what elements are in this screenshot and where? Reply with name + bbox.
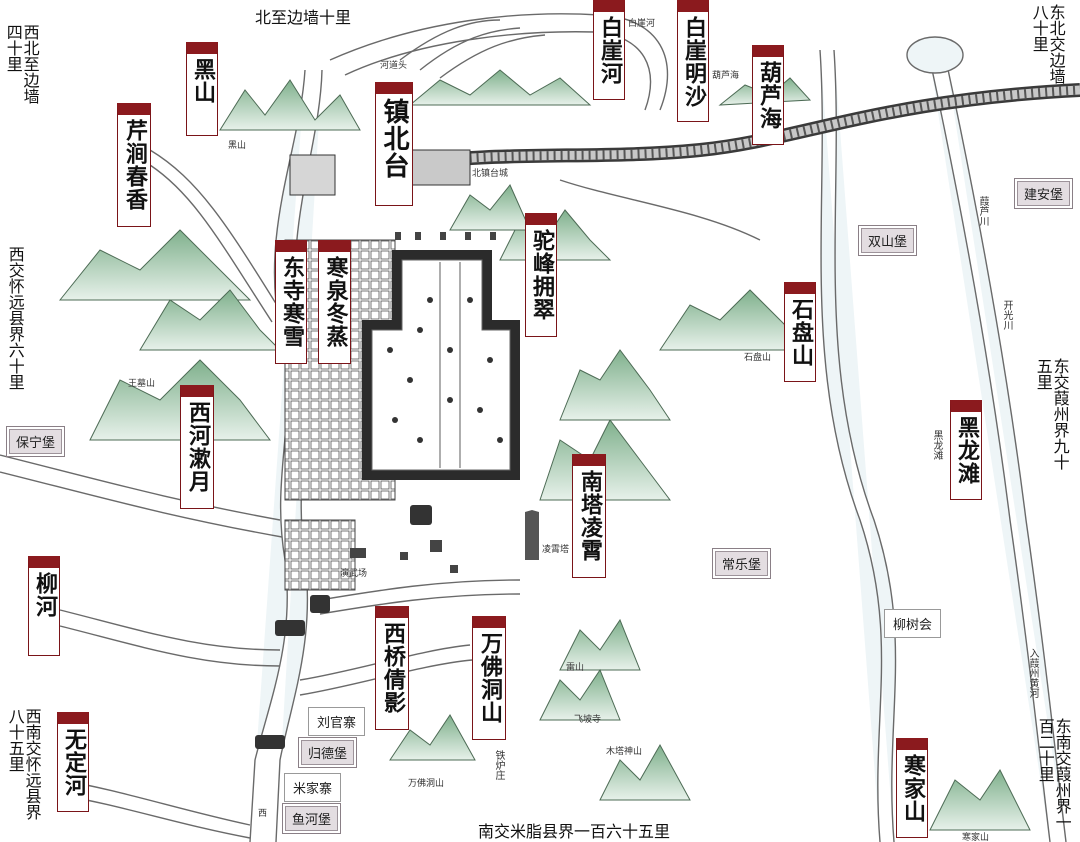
label-lingxiaota: 凌霄塔 bbox=[542, 545, 570, 555]
fort-yuhe: 鱼河堡 bbox=[282, 803, 342, 834]
bridges bbox=[255, 505, 432, 749]
banner-baiyahe: 白崖河 bbox=[593, 0, 625, 100]
label-wanfodongshan-small: 万佛洞山 bbox=[408, 779, 445, 789]
baiya-river bbox=[329, 13, 669, 111]
fort-changle: 常乐堡 bbox=[712, 548, 772, 579]
label-heilongtan-small: 黑龙滩 bbox=[931, 430, 942, 460]
settlement-mijiazhai: 米家寨 bbox=[284, 773, 342, 802]
settlement-liushuhui: 柳树会 bbox=[884, 609, 942, 638]
label-hetoutou: 河道头 bbox=[380, 61, 408, 71]
fort-guide: 归德堡 bbox=[298, 737, 358, 768]
banner-liuhe: 柳河 bbox=[28, 556, 60, 656]
qin-river bbox=[149, 149, 281, 323]
label-shipanshan-small: 石盘山 bbox=[744, 353, 772, 363]
banner-tuofeng-yongcui: 驼峰拥翠 bbox=[525, 213, 557, 337]
border-north: 北至边墙十里 bbox=[255, 8, 352, 27]
liuzhihui-river bbox=[319, 579, 521, 615]
banner-heilongtan: 黑龙滩 bbox=[950, 400, 982, 500]
jia-river bbox=[929, 59, 1067, 842]
banner-hanquan-dongzheng: 寒泉冬蒸 bbox=[318, 240, 351, 364]
label-feibo: 飞坡寺 bbox=[574, 715, 602, 725]
border-southwest: 西南交怀远县界八十五里 bbox=[5, 708, 42, 820]
banner-dongsi-hanxue: 东寺寒雪 bbox=[275, 240, 307, 364]
label-yanwuchang: 演武场 bbox=[340, 569, 368, 579]
fort-baoning: 保宁堡 bbox=[6, 426, 66, 457]
banner-shipanshan: 石盘山 bbox=[784, 282, 816, 382]
great-wall bbox=[398, 83, 1080, 172]
label-tieluzhuang: 铁炉庄 bbox=[493, 750, 504, 780]
label-leishan: 雷山 bbox=[566, 663, 585, 673]
label-xi: 西 bbox=[258, 809, 268, 819]
fort-shuangshan: 双山堡 bbox=[858, 225, 918, 256]
banner-nanta-lingxiao: 南塔凌霄 bbox=[572, 454, 606, 578]
banner-huluhai: 葫芦海 bbox=[752, 45, 784, 145]
banner-qinjian-chunxiang: 芹涧春香 bbox=[117, 103, 151, 227]
banner-baiya-mingsha: 白崖明沙 bbox=[677, 0, 709, 122]
fort-jianan: 建安堡 bbox=[1014, 178, 1074, 209]
border-southeast: 东南交葭州界一百二十里 bbox=[1035, 718, 1072, 830]
label-wangmoshan: 王墓山 bbox=[128, 379, 156, 389]
banner-hanjiashan: 寒家山 bbox=[896, 738, 928, 838]
lingxiao-pagoda bbox=[525, 510, 539, 560]
label-jiali-river: 葭芦川 bbox=[977, 196, 988, 226]
border-east: 东交葭州界九十五里 bbox=[1033, 358, 1070, 470]
label-baiyahe-small: 白崖河 bbox=[628, 19, 656, 29]
label-kaiguang-river: 开光川 bbox=[1001, 300, 1012, 330]
banner-wudinghe: 无定河 bbox=[57, 712, 89, 812]
banner-xiqiao-qianying: 西桥倩影 bbox=[375, 606, 409, 730]
border-northeast: 东北交边墙八十里 bbox=[1029, 4, 1066, 84]
label-hanjiashan-small: 寒家山 bbox=[962, 833, 990, 842]
label-heishan-small: 黑山 bbox=[228, 141, 247, 151]
walled-city bbox=[362, 232, 520, 480]
dongsha-river bbox=[819, 49, 897, 842]
border-west: 西交怀远县界六十里 bbox=[5, 246, 25, 390]
label-huluhai-small: 葫芦海 bbox=[712, 71, 740, 81]
zhenbeitai-fortress bbox=[289, 149, 471, 196]
border-south: 南交米脂县界一百六十五里 bbox=[478, 822, 671, 841]
label-jiahuang-river: 入葭州黄河 bbox=[1027, 648, 1038, 698]
label-muta: 木塔神山 bbox=[606, 747, 643, 757]
settlement-liuguanzhai: 刘官寨 bbox=[308, 707, 366, 736]
mountains bbox=[58, 69, 1031, 831]
liu-river bbox=[59, 609, 281, 667]
border-northwest: 西北至边墙四十里 bbox=[3, 24, 40, 104]
banner-xihe-shuyue: 西河漱月 bbox=[180, 385, 214, 509]
banner-zhenbeitai: 镇北台 bbox=[375, 82, 413, 206]
label-zhenbeitai-small: 北镇台城 bbox=[472, 169, 509, 179]
south-buildings bbox=[350, 540, 458, 573]
banner-wanfodongshan: 万佛洞山 bbox=[472, 616, 506, 740]
xisha-river bbox=[0, 454, 283, 538]
banner-heishan: 黑山 bbox=[186, 42, 218, 136]
